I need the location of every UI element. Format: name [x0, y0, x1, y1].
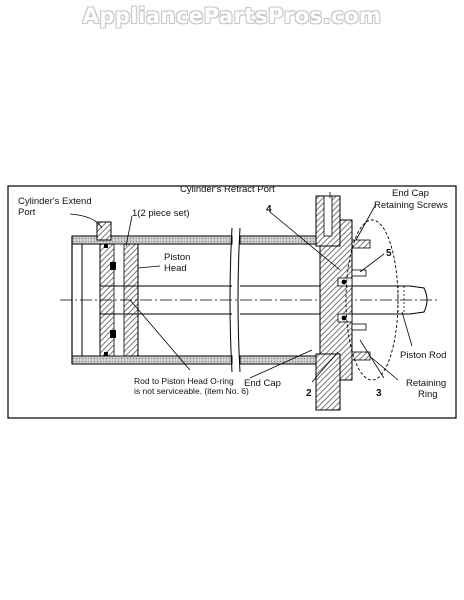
- piston-head-label-line1: Piston: [164, 252, 190, 263]
- extend-port-label-line1: Cylinder's Extend: [18, 196, 92, 207]
- retaining-ring-label-line1: Retaining: [406, 378, 446, 389]
- retaining-ring: [345, 219, 399, 381]
- piston-head-label-line2: Head: [164, 263, 187, 274]
- diagram-frame: [7, 185, 457, 419]
- piston-set-label: 1(2 piece set): [132, 208, 190, 219]
- retaining-screws: [351, 239, 371, 361]
- callout-4: 4: [266, 204, 272, 215]
- extend-port-label-line2: Port: [18, 207, 36, 218]
- cylinder-barrel: [71, 227, 321, 373]
- piston-rod-label: Piston Rod: [400, 350, 446, 361]
- retaining-ring-label-line2: Ring: [418, 389, 438, 400]
- callout-2: 2: [306, 388, 312, 399]
- oring-note-line1: Rod to Piston Head O-ring: [134, 376, 234, 386]
- retract-port-label: Cylinder's Retract Port: [180, 184, 275, 195]
- end-cap-screws-label-line1: End Cap: [392, 188, 429, 199]
- watermark: AppliancePartsPros.com: [82, 4, 382, 28]
- callout-3: 3: [376, 388, 382, 399]
- end-cap: [315, 195, 353, 411]
- end-cap-label: End Cap: [244, 378, 281, 389]
- oring-note-line2: is not serviceable. (item No. 6): [134, 386, 249, 396]
- end-cap-screws-label-line2: Retaining Screws: [374, 200, 448, 211]
- callout-5: 5: [386, 248, 392, 259]
